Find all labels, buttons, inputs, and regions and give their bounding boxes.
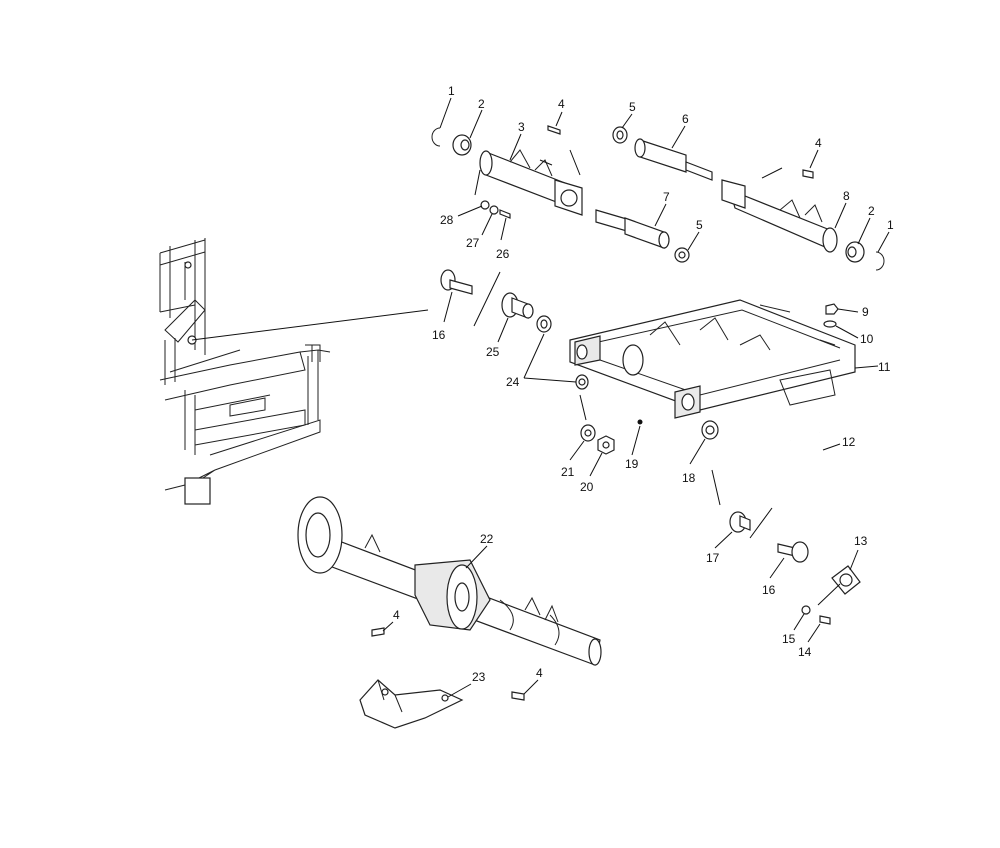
- bushing-5b: [674, 247, 690, 263]
- snap-ring-1b: [875, 251, 885, 271]
- nut-9: [825, 303, 839, 315]
- vehicle-frame: [159, 238, 331, 505]
- callout-23: 23: [472, 670, 486, 684]
- callout-22: 22: [480, 532, 494, 546]
- bushing-17: [729, 511, 751, 533]
- bushing-18: [701, 420, 719, 440]
- callout-2: 2: [868, 204, 875, 218]
- leader-lines: [191, 97, 890, 698]
- callout-13: 13: [854, 534, 868, 548]
- callout-4: 4: [815, 136, 822, 150]
- rear-axle-22: [297, 496, 602, 666]
- callout-17: 17: [706, 551, 720, 565]
- nut-20: [597, 435, 615, 455]
- pivot-shaft-3: [479, 149, 583, 216]
- callout-25: 25: [486, 345, 500, 359]
- callout-7: 7: [663, 190, 670, 204]
- bolt-26: [499, 209, 511, 219]
- bracket-23: [359, 679, 464, 729]
- pivot-bolt-6: [634, 138, 713, 181]
- pivot-shaft-8: [721, 179, 838, 253]
- callout-12: 12: [842, 435, 856, 449]
- washer-28: [480, 200, 490, 210]
- callout-24: 24: [506, 375, 520, 389]
- callout-8: 8: [843, 189, 850, 203]
- callout-5: 5: [629, 100, 636, 114]
- callout-3: 3: [518, 120, 525, 134]
- callout-27: 27: [466, 236, 480, 250]
- callout-14: 14: [798, 645, 812, 659]
- callout-5: 5: [696, 218, 703, 232]
- callout-4: 4: [393, 608, 400, 622]
- grease-fitting-19: [637, 419, 643, 425]
- callout-16: 16: [432, 328, 446, 342]
- bolt-4c: [371, 627, 385, 637]
- pivot-bolt-7: [595, 209, 670, 249]
- bushing-5a: [612, 126, 628, 144]
- bushing-2b: [845, 241, 865, 263]
- callout-9: 9: [862, 305, 869, 319]
- callout-11: 11: [878, 360, 891, 374]
- callout-6: 6: [682, 112, 689, 126]
- bushing-25: [501, 292, 534, 319]
- bolt-4b: [802, 169, 814, 179]
- callout-26: 26: [496, 247, 510, 261]
- pivot-pin-16a: [440, 269, 473, 295]
- washer-21: [580, 424, 596, 442]
- bushing-24b: [575, 374, 589, 390]
- swing-arm-11: [569, 299, 856, 419]
- snap-ring-1a: [431, 127, 441, 147]
- pivot-pin-16b: [777, 541, 809, 563]
- washer-10: [823, 320, 837, 328]
- callout-1: 1: [448, 84, 455, 98]
- bushing-2a: [452, 134, 472, 156]
- callout-10: 10: [860, 332, 874, 346]
- callout-15: 15: [782, 632, 796, 646]
- bolt-4d: [511, 691, 525, 701]
- bushing-24a: [536, 315, 552, 333]
- callout-1: 1: [887, 218, 894, 232]
- callout-18: 18: [682, 471, 696, 485]
- bolt-4a: [547, 125, 561, 135]
- callout-16: 16: [762, 583, 776, 597]
- callout-4: 4: [536, 666, 543, 680]
- cap-13: [831, 565, 861, 595]
- callout-21: 21: [561, 465, 575, 479]
- callout-19: 19: [625, 457, 639, 471]
- nut-15: [801, 605, 811, 615]
- washer-27: [489, 205, 499, 215]
- bolt-14: [819, 615, 831, 625]
- callout-4: 4: [558, 97, 565, 111]
- u-bolt-12: [786, 431, 824, 471]
- callout-28: 28: [440, 213, 454, 227]
- callout-labels: 1 2 3 4 5 6 4 8 2 1 7 5 28 27 26 16 25 2…: [393, 84, 894, 684]
- callout-20: 20: [580, 480, 594, 494]
- callout-2: 2: [478, 97, 485, 111]
